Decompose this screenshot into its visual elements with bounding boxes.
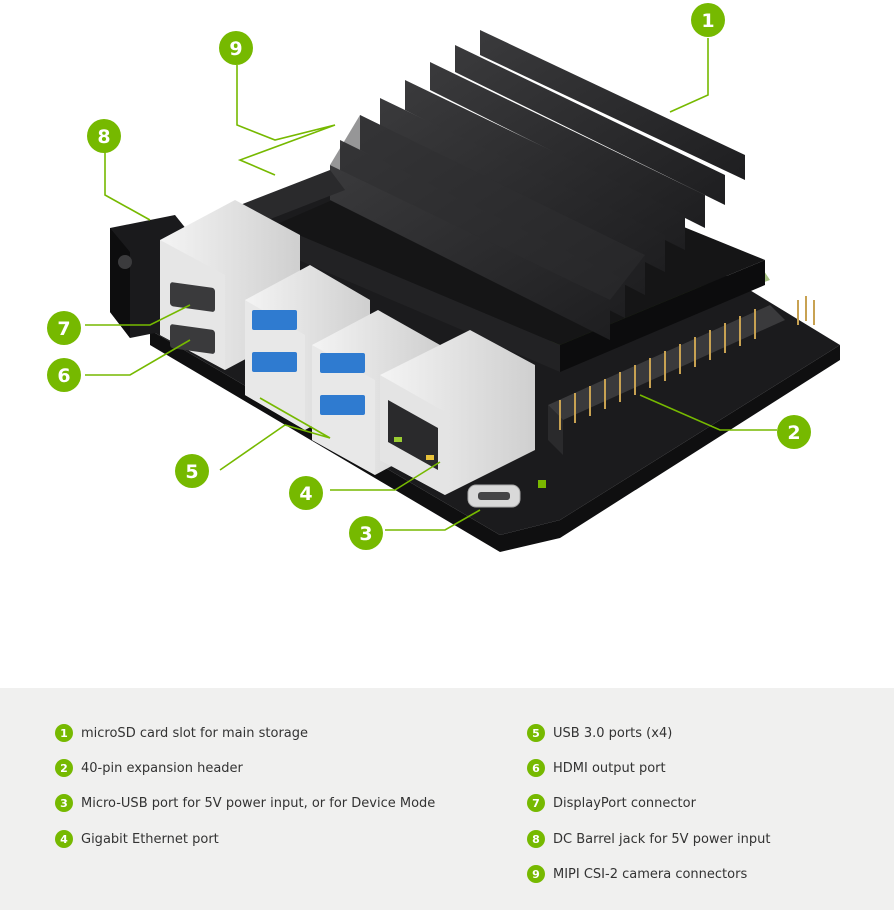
callout-circle bbox=[47, 311, 81, 345]
callout-circle bbox=[289, 476, 323, 510]
legend-item-4: 4 Gigabit Ethernet port bbox=[55, 829, 219, 849]
heatsink bbox=[275, 30, 765, 372]
legend-label: DC Barrel jack for 5V power input bbox=[553, 831, 771, 847]
legend-item-5: 5 USB 3.0 ports (x4) bbox=[527, 723, 672, 743]
legend-number-badge: 5 bbox=[527, 724, 545, 742]
legend-number-badge: 2 bbox=[55, 759, 73, 777]
legend-label: DisplayPort connector bbox=[553, 795, 696, 811]
legend-label: microSD card slot for main storage bbox=[81, 725, 309, 741]
callout-marker-4: 4 bbox=[289, 476, 323, 510]
callout-number: 4 bbox=[299, 483, 312, 505]
usb-ports-block bbox=[245, 265, 440, 475]
callout-number: 7 bbox=[57, 318, 70, 340]
callout-marker-9: 9 bbox=[219, 31, 253, 65]
callout-number: 2 bbox=[787, 422, 800, 444]
callout-marker-6: 6 bbox=[47, 358, 81, 392]
legend-label: MIPI CSI-2 camera connectors bbox=[553, 866, 748, 882]
callout-markers: 1 2 3 4 5 6 7 8 9 bbox=[47, 3, 811, 550]
legend-number-badge: 3 bbox=[55, 794, 73, 812]
callout-circle bbox=[691, 3, 725, 37]
callout-circle bbox=[175, 454, 209, 488]
callout-circle bbox=[777, 415, 811, 449]
legend-number-badge: 1 bbox=[55, 724, 73, 742]
callout-number: 9 bbox=[229, 38, 242, 60]
legend-label: Gigabit Ethernet port bbox=[81, 831, 219, 847]
legend-number-badge: 7 bbox=[527, 794, 545, 812]
gpio-header bbox=[548, 296, 815, 455]
legend-item-9: 9 MIPI CSI-2 camera connectors bbox=[527, 864, 747, 884]
legend-item-2: 2 40-pin expansion header bbox=[55, 758, 243, 778]
legend-number-badge: 4 bbox=[55, 830, 73, 848]
callout-circle bbox=[219, 31, 253, 65]
callout-number: 5 bbox=[185, 461, 198, 483]
legend-label: HDMI output port bbox=[553, 760, 666, 776]
legend-number-badge: 9 bbox=[527, 865, 545, 883]
callout-marker-5: 5 bbox=[175, 454, 209, 488]
legend-number-badge: 6 bbox=[527, 759, 545, 777]
micro-usb-port bbox=[467, 480, 546, 508]
legend-label: 40-pin expansion header bbox=[81, 760, 243, 776]
camera-connector-area bbox=[240, 170, 345, 225]
callout-marker-7: 7 bbox=[47, 311, 81, 345]
board-diagram-svg: 1 2 3 4 5 6 7 8 9 bbox=[47, 3, 840, 552]
callout-marker-8: 8 bbox=[87, 119, 121, 153]
callout-number: 8 bbox=[97, 126, 110, 148]
legend-item-8: 8 DC Barrel jack for 5V power input bbox=[527, 829, 770, 849]
callout-circle bbox=[349, 516, 383, 550]
legend-item-3: 3 Micro-USB port for 5V power input, or f… bbox=[55, 793, 435, 813]
legend-item-1: 1 microSD card slot for main storage bbox=[55, 723, 308, 743]
legend-panel: 1 microSD card slot for main storage 2 40-p… bbox=[0, 688, 894, 910]
callout-marker-1: 1 bbox=[691, 3, 725, 37]
callout-marker-2: 2 bbox=[777, 415, 811, 449]
callout-number: 3 bbox=[359, 523, 372, 545]
callout-number: 6 bbox=[57, 365, 70, 387]
callout-marker-3: 3 bbox=[349, 516, 383, 550]
legend-item-7: 7 DisplayPort connector bbox=[527, 793, 696, 813]
legend-label: USB 3.0 ports (x4) bbox=[553, 725, 673, 741]
callout-circle bbox=[47, 358, 81, 392]
callout-circle bbox=[87, 119, 121, 153]
legend-label: Micro-USB port for 5V power input, or fo… bbox=[81, 795, 436, 811]
ethernet-port bbox=[380, 330, 535, 495]
legend-number-badge: 8 bbox=[527, 830, 545, 848]
leader-lines bbox=[85, 38, 777, 531]
board-illustration: 1 2 3 4 5 6 7 8 9 bbox=[47, 3, 840, 552]
legend-item-6: 6 HDMI output port bbox=[527, 758, 666, 778]
callout-number: 1 bbox=[701, 10, 714, 32]
